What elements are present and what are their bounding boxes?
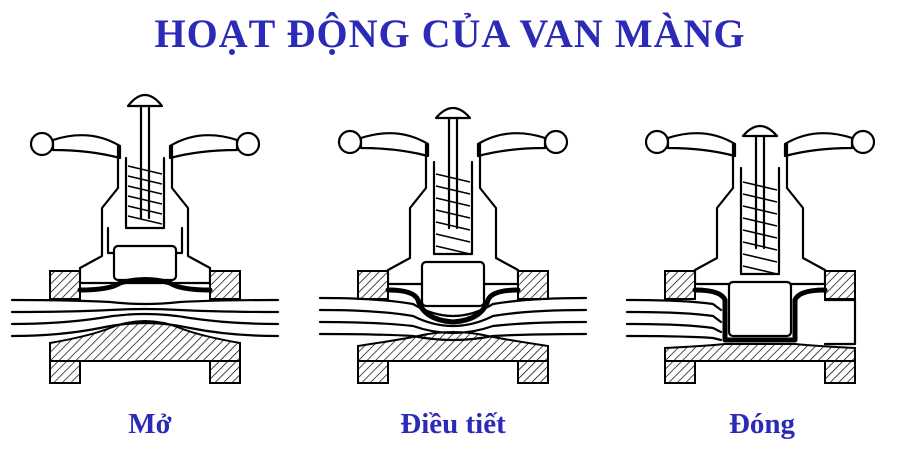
bonnet — [693, 142, 827, 286]
flow-lines — [318, 296, 588, 342]
caption-closed: Đóng — [728, 408, 796, 440]
flow-lines — [625, 298, 723, 342]
valve-body — [664, 270, 857, 384]
compressor — [727, 280, 793, 338]
valve-body — [49, 270, 241, 384]
stem — [741, 124, 779, 250]
page-title: HOẠT ĐỘNG CỦA VAN MÀNG — [154, 11, 746, 56]
caption-throttle: Điều tiết — [400, 408, 506, 440]
caption-open: Mở — [128, 408, 172, 440]
handwheel — [644, 129, 876, 158]
compressor — [420, 260, 486, 308]
flow-lines — [10, 298, 280, 338]
valve-closed-drawing — [625, 124, 876, 384]
valve-body — [357, 270, 549, 384]
valve-open-drawing — [10, 93, 280, 384]
compressor — [112, 244, 178, 282]
handwheel — [29, 131, 261, 160]
handwheel — [337, 129, 569, 158]
stem — [126, 93, 164, 220]
stem — [434, 106, 472, 230]
valve-throttle-drawing — [318, 106, 588, 384]
